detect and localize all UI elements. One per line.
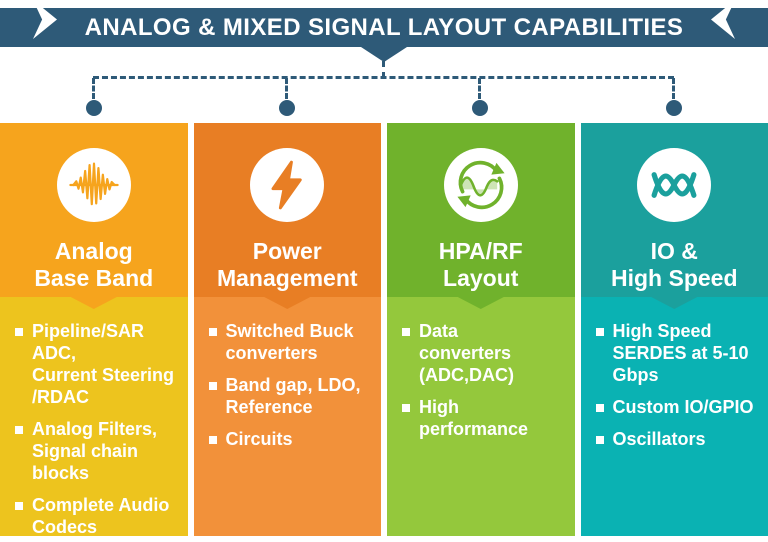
icon-circle <box>637 148 712 222</box>
square-bullet-icon <box>402 328 410 336</box>
connector-drop-2 <box>285 78 288 99</box>
column-title: IO & High Speed <box>610 238 738 291</box>
square-bullet-icon <box>15 501 23 510</box>
title-banner: ANALOG & MIXED SIGNAL LAYOUT CAPABILITIE… <box>0 8 768 47</box>
list-item: Complete Audio Codecs <box>15 495 176 539</box>
connector-horizontal-line <box>93 76 674 79</box>
list-item: Pipeline/SAR ADC, Current Steering /RDAC <box>15 321 176 409</box>
icon-circle <box>250 148 325 222</box>
list-item: Oscillators <box>595 429 757 451</box>
connector-drop-3 <box>478 78 481 99</box>
column-title: Analog Base Band <box>34 238 154 291</box>
square-bullet-icon <box>595 328 604 336</box>
icon-circle <box>56 148 131 222</box>
list-item: Switched Buck converters <box>208 321 370 365</box>
list-item: Analog Filters, Signal chain blocks <box>15 419 176 485</box>
square-bullet-icon <box>15 425 23 434</box>
list-item: High performance <box>402 397 563 441</box>
column-title: HPA/RF Layout <box>438 238 523 291</box>
column-header: HPA/RF Layout <box>387 123 575 297</box>
connector-dot-3 <box>472 100 488 116</box>
banner-pointer <box>361 47 407 62</box>
column-hpa-rf-layout: HPA/RF Layout Data converters (ADC,DAC) … <box>387 123 575 536</box>
column-io-high-speed: IO & High Speed High Speed SERDES at 5-1… <box>580 123 768 536</box>
crossed-waves-icon <box>646 157 702 213</box>
header-notch <box>264 297 311 309</box>
square-bullet-icon <box>208 328 217 336</box>
connector-drop-1 <box>92 78 95 99</box>
icon-circle <box>443 148 518 222</box>
connector-stem <box>382 61 385 78</box>
square-bullet-icon <box>402 403 410 412</box>
lightning-bolt-icon <box>259 157 315 213</box>
square-bullet-icon <box>208 435 217 444</box>
column-header: Analog Base Band <box>0 123 188 297</box>
column-header: IO & High Speed <box>580 123 768 297</box>
column-body: Switched Buck converters Band gap, LDO, … <box>193 297 381 536</box>
square-bullet-icon <box>15 328 23 336</box>
list-item: Circuits <box>208 429 370 451</box>
square-bullet-icon <box>208 381 217 390</box>
column-title: Power Management <box>216 238 358 291</box>
column-body: Data converters (ADC,DAC) High performan… <box>387 297 575 536</box>
audio-waveform-icon <box>66 157 122 213</box>
column-analog-base-band: Analog Base Band Pipeline/SAR ADC, Curre… <box>0 123 188 539</box>
column-power-management: Power Management Switched Buck converter… <box>193 123 381 536</box>
square-bullet-icon <box>595 403 604 412</box>
header-notch <box>457 297 504 309</box>
list-item: Custom IO/GPIO <box>595 397 757 419</box>
connector-drop-4 <box>672 78 675 99</box>
column-body: Pipeline/SAR ADC, Current Steering /RDAC… <box>0 297 188 539</box>
capability-columns: Analog Base Band Pipeline/SAR ADC, Curre… <box>0 123 768 539</box>
list-item: Band gap, LDO, Reference <box>208 375 370 419</box>
header-notch <box>651 297 698 309</box>
square-bullet-icon <box>595 435 604 444</box>
column-body: High Speed SERDES at 5-10 Gbps Custom IO… <box>580 297 768 536</box>
list-item: High Speed SERDES at 5-10 Gbps <box>595 321 757 387</box>
list-item: Data converters (ADC,DAC) <box>402 321 563 387</box>
page-title: ANALOG & MIXED SIGNAL LAYOUT CAPABILITIE… <box>84 13 684 41</box>
connector-dot-4 <box>666 100 682 116</box>
column-header: Power Management <box>193 123 381 297</box>
rf-loop-wave-icon <box>453 157 509 213</box>
connector-dot-1 <box>86 100 102 116</box>
header-notch <box>70 297 117 309</box>
connector-dot-2 <box>279 100 295 116</box>
